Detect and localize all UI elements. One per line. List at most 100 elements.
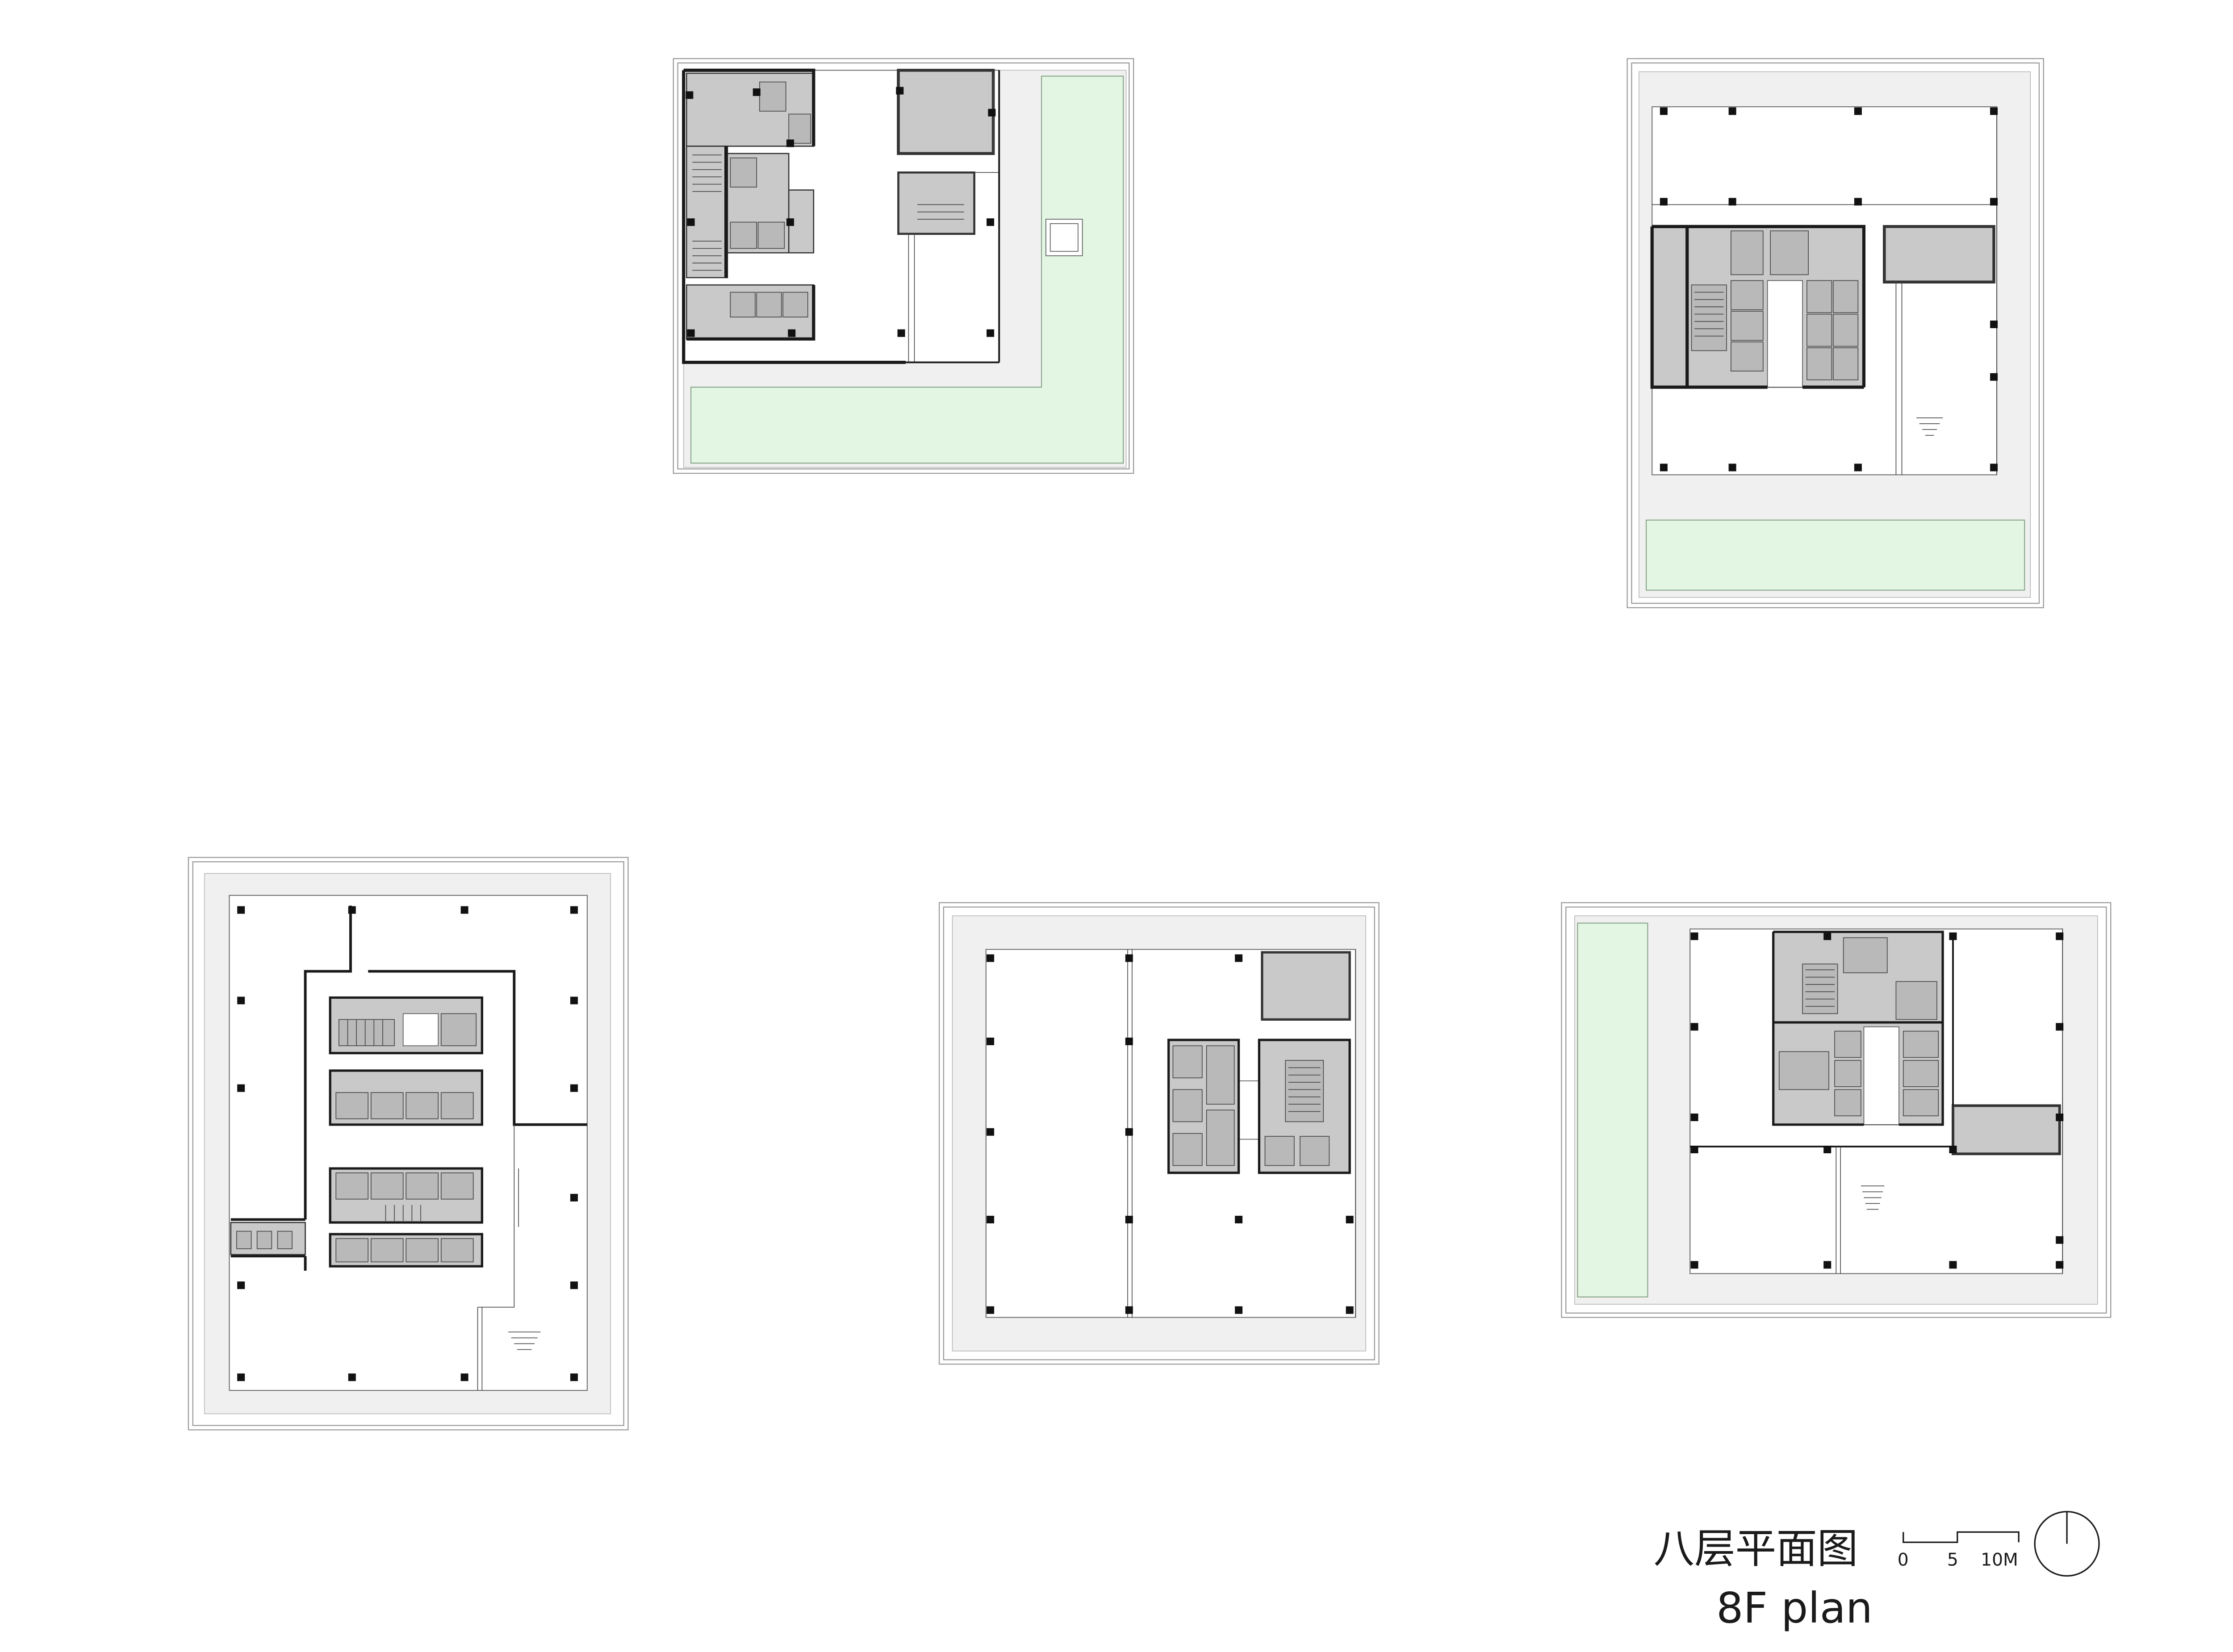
elevator-shaft: [335, 1172, 369, 1200]
toilet-room: [759, 81, 786, 112]
stair-treads: [1861, 1185, 1885, 1210]
column: [1823, 1145, 1832, 1153]
column: [686, 91, 694, 99]
floor-plan-d: [938, 902, 1380, 1365]
column: [1990, 373, 1998, 381]
elevator-shaft: [730, 221, 757, 249]
title-english: 8F plan: [1716, 1584, 1873, 1633]
columns: [1690, 932, 2064, 1269]
toilet-cell: [236, 1231, 252, 1249]
toilet-room: [1770, 230, 1809, 275]
column: [786, 218, 794, 226]
elevator-shaft: [1834, 1060, 1861, 1087]
core: [1650, 225, 1866, 389]
column: [1690, 1023, 1698, 1031]
stair: [1802, 964, 1838, 1014]
core-wall: [682, 68, 906, 364]
toilet-room: [1731, 230, 1764, 275]
column: [786, 139, 794, 147]
column: [348, 1373, 356, 1381]
column: [687, 329, 695, 337]
elevator-shaft: [1806, 347, 1832, 380]
landscape-area: [690, 75, 1124, 464]
stair-treads: [1288, 1067, 1321, 1112]
column: [1660, 107, 1668, 115]
column: [987, 954, 995, 962]
elevator-shaft: [406, 1092, 439, 1119]
scale-label-5: 5: [1947, 1550, 1958, 1570]
toilet-cell: [256, 1231, 272, 1249]
column: [570, 1193, 578, 1201]
column: [897, 329, 905, 337]
elevator-shaft: [1834, 1030, 1861, 1058]
column: [1990, 320, 1998, 329]
column: [1235, 1306, 1243, 1314]
column: [1949, 1261, 1957, 1269]
elevator-shaft: [1172, 1045, 1203, 1079]
column: [2056, 1114, 2064, 1122]
elevator-shaft: [440, 1013, 477, 1047]
scale-label-10: 10M: [1981, 1550, 2018, 1570]
columns: [987, 954, 1354, 1314]
column: [2056, 1023, 2064, 1031]
column: [1660, 463, 1668, 471]
core-corridor: [1863, 1026, 1899, 1125]
site-boundary-inner: [943, 906, 1375, 1360]
column: [1125, 1215, 1133, 1223]
columns: [237, 906, 578, 1381]
column: [1235, 954, 1243, 962]
column: [1823, 1261, 1832, 1269]
core-corridor: [402, 1013, 439, 1047]
slab-edge: [905, 70, 1000, 363]
elevator-shaft: [335, 1238, 369, 1263]
elevator-shaft: [756, 292, 782, 317]
floor-plan-e: [1561, 902, 2112, 1318]
site-boundary: [188, 857, 629, 1431]
elevator-shaft: [1903, 1030, 1939, 1058]
toilet-room: [788, 113, 811, 144]
columns: [1660, 107, 1998, 471]
site-boundary: [673, 58, 1134, 474]
stair-treads: [385, 1205, 421, 1221]
site-boundary-inner: [1565, 906, 2107, 1314]
elevator-shaft: [730, 292, 756, 317]
skylight-inner: [1050, 223, 1079, 252]
site-boundary: [938, 902, 1380, 1365]
landscape-area: [1646, 519, 2025, 591]
elevator-shaft: [1731, 341, 1764, 371]
core-corridor: [1767, 280, 1803, 388]
core: [1772, 930, 1944, 1126]
service-room: [897, 69, 995, 155]
column: [1728, 107, 1736, 115]
column: [988, 108, 996, 117]
column: [987, 1128, 995, 1136]
column: [1854, 198, 1862, 206]
column: [570, 1281, 578, 1289]
column: [1125, 1306, 1133, 1314]
partition-wall: [1690, 934, 1954, 1147]
column: [570, 906, 578, 914]
column: [570, 1373, 578, 1381]
elevator-shaft: [440, 1172, 474, 1200]
column: [1690, 932, 1698, 940]
column: [987, 1037, 995, 1045]
core: [329, 996, 483, 1268]
partition-wall: [230, 905, 587, 1271]
elevator-shaft: [440, 1238, 474, 1263]
column: [237, 997, 245, 1005]
column: [1854, 463, 1862, 471]
elevator-shaft: [782, 292, 808, 317]
column: [1690, 1261, 1698, 1269]
column: [460, 906, 468, 914]
stair-treads: [917, 204, 964, 220]
column: [1728, 463, 1736, 471]
stair-treads: [347, 1019, 383, 1046]
elevator-shaft: [370, 1238, 404, 1263]
column: [896, 87, 904, 95]
column: [1990, 107, 1998, 115]
elevator-shaft: [1264, 1136, 1295, 1166]
core-wall: [1167, 1039, 1351, 1174]
column: [460, 1373, 468, 1381]
column: [1125, 1128, 1133, 1136]
